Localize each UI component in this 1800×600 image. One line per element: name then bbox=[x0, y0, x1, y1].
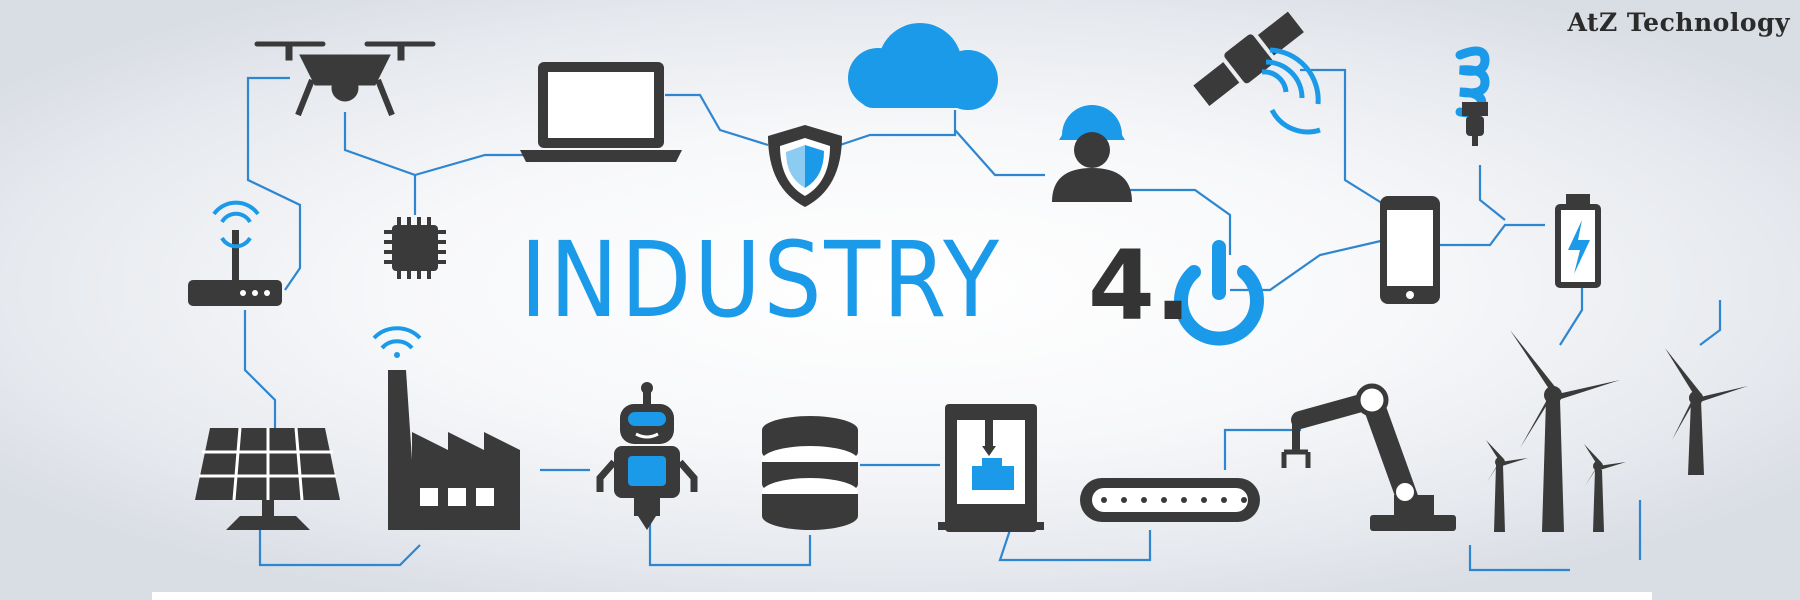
brand-logo-text: AtZ Technology bbox=[1567, 8, 1790, 37]
conveyor-belt-icon bbox=[1080, 478, 1260, 522]
connector-lines bbox=[243, 68, 1722, 572]
shield-icon bbox=[768, 125, 842, 207]
drone-icon bbox=[254, 41, 436, 117]
lightbulb-icon bbox=[1455, 46, 1490, 146]
factory-icon bbox=[372, 326, 520, 530]
page-title: INDUSTRY bbox=[520, 219, 1002, 341]
power-icon bbox=[1174, 240, 1264, 346]
version-number: 4. bbox=[1088, 230, 1192, 342]
battery-icon bbox=[1555, 194, 1601, 288]
satellite-icon bbox=[1193, 11, 1321, 135]
solar-panel-icon bbox=[195, 427, 340, 530]
wind-turbine-icon bbox=[1486, 440, 1528, 532]
wind-turbine-icon bbox=[1584, 444, 1626, 532]
laptop-icon bbox=[520, 62, 682, 162]
smartphone-icon bbox=[1380, 196, 1440, 304]
wind-turbine-icon bbox=[1665, 348, 1748, 475]
robot-icon bbox=[596, 382, 698, 530]
robotic-arm-icon bbox=[1281, 383, 1456, 531]
router-icon bbox=[188, 200, 282, 306]
bottom-strip bbox=[152, 592, 1652, 600]
database-icon bbox=[762, 416, 858, 530]
cloud-icon bbox=[848, 23, 998, 110]
wind-turbine-icon bbox=[1510, 330, 1620, 532]
worker-icon bbox=[1052, 105, 1132, 202]
chip-icon bbox=[384, 217, 446, 279]
3d-printer-icon bbox=[938, 404, 1044, 532]
